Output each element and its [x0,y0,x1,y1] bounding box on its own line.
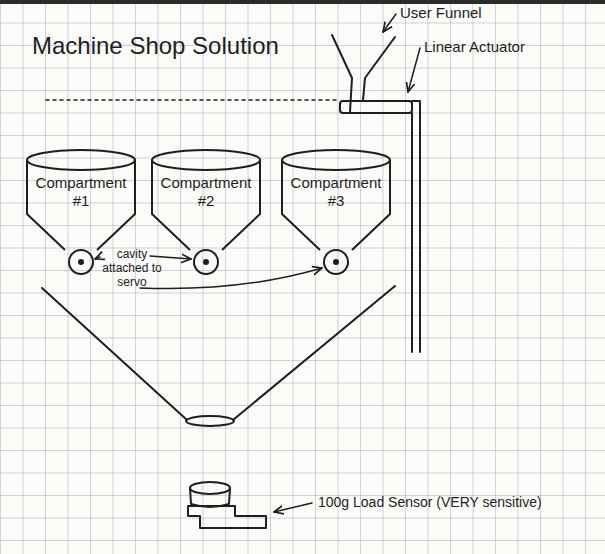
compartment-hopper: Compartment #3 [280,148,392,252]
sensor-cup [190,488,230,507]
servo-cavity [69,250,93,274]
compartment-hopper: Compartment #1 [25,148,137,252]
servo-cavity [194,250,218,274]
annotation-label: 100g Load Sensor (VERY sensitive) [318,494,542,510]
leader-line [150,256,191,259]
compartment-label: Compartment #3 [284,148,388,210]
compartment-label: Compartment #2 [154,148,258,210]
sensor-base [188,506,266,528]
leader-line [274,503,312,512]
sensor-cup [190,482,230,494]
collecting-funnel [42,286,395,420]
dotted-guide [46,99,338,101]
compartment-hopper: Compartment #2 [150,148,262,252]
cavity-dot [79,260,83,264]
hopper-rim [27,150,135,170]
annotation-label: Linear Actuator [424,38,525,55]
load-sensor [188,482,266,528]
paper-edge-shadow [0,0,605,4]
leader-line [408,48,420,92]
linear-actuator [340,101,412,113]
leader-line [383,14,396,32]
compartment-label: Compartment #1 [29,148,133,210]
cavity-dot [204,260,208,264]
leader-line [95,257,100,259]
hopper-rim [152,150,260,170]
annotation-label: User Funnel [400,4,482,21]
cavity-dot [334,260,338,264]
annotation-label: cavity attached to servo [102,247,162,289]
leader-line [140,268,322,289]
title: Machine Shop Solution [32,32,279,60]
servo-cavity [324,250,348,274]
hopper-rim [282,150,390,170]
funnel-outlet [186,416,234,426]
actuator-frame [412,101,420,352]
